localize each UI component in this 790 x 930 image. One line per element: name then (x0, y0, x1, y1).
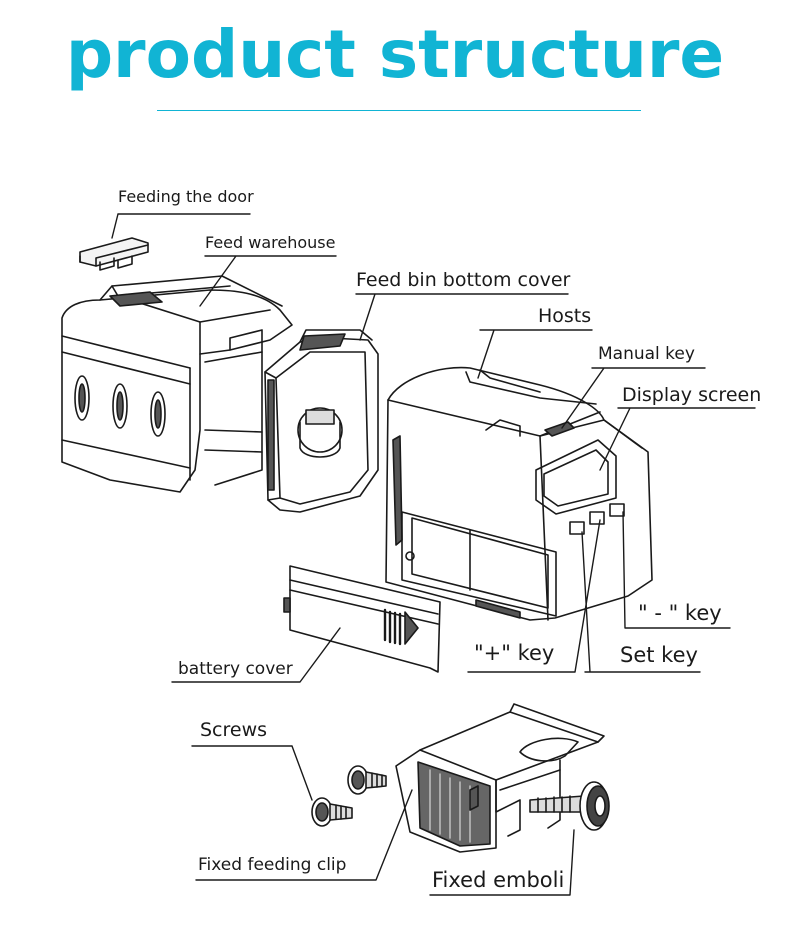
label-fixed-emboli: Fixed emboli (432, 868, 564, 892)
label-plus-key: "+" key (474, 641, 554, 665)
label-manual-key: Manual key (598, 344, 695, 364)
label-feeding-door: Feeding the door (118, 187, 254, 206)
label-feed-warehouse: Feed warehouse (205, 233, 335, 252)
page-title: product structure (65, 16, 725, 93)
fixed-emboli-part (529, 781, 610, 831)
leader-lines (111, 213, 756, 896)
feeding-door-part (79, 237, 149, 271)
screw-1-part (311, 797, 353, 827)
feed-bin-bottom-cover-part (264, 329, 379, 513)
label-minus-key: " - " key (638, 601, 722, 625)
label-fixed-feeding-clip: Fixed feeding clip (198, 855, 346, 875)
label-feed-bin-bottom-cover: Feed bin bottom cover (356, 269, 571, 291)
battery-cover-part (283, 565, 441, 673)
title-underline (157, 110, 641, 111)
feed-warehouse-part (61, 275, 293, 493)
label-set-key: Set key (620, 643, 698, 667)
label-battery-cover: battery cover (178, 659, 293, 679)
label-screws: Screws (200, 719, 267, 741)
label-hosts: Hosts (538, 305, 591, 327)
fixed-feeding-clip-part (395, 703, 605, 853)
label-display-screen: Display screen (622, 384, 761, 406)
screw-2-part (347, 765, 387, 795)
host-body-part (385, 366, 653, 621)
